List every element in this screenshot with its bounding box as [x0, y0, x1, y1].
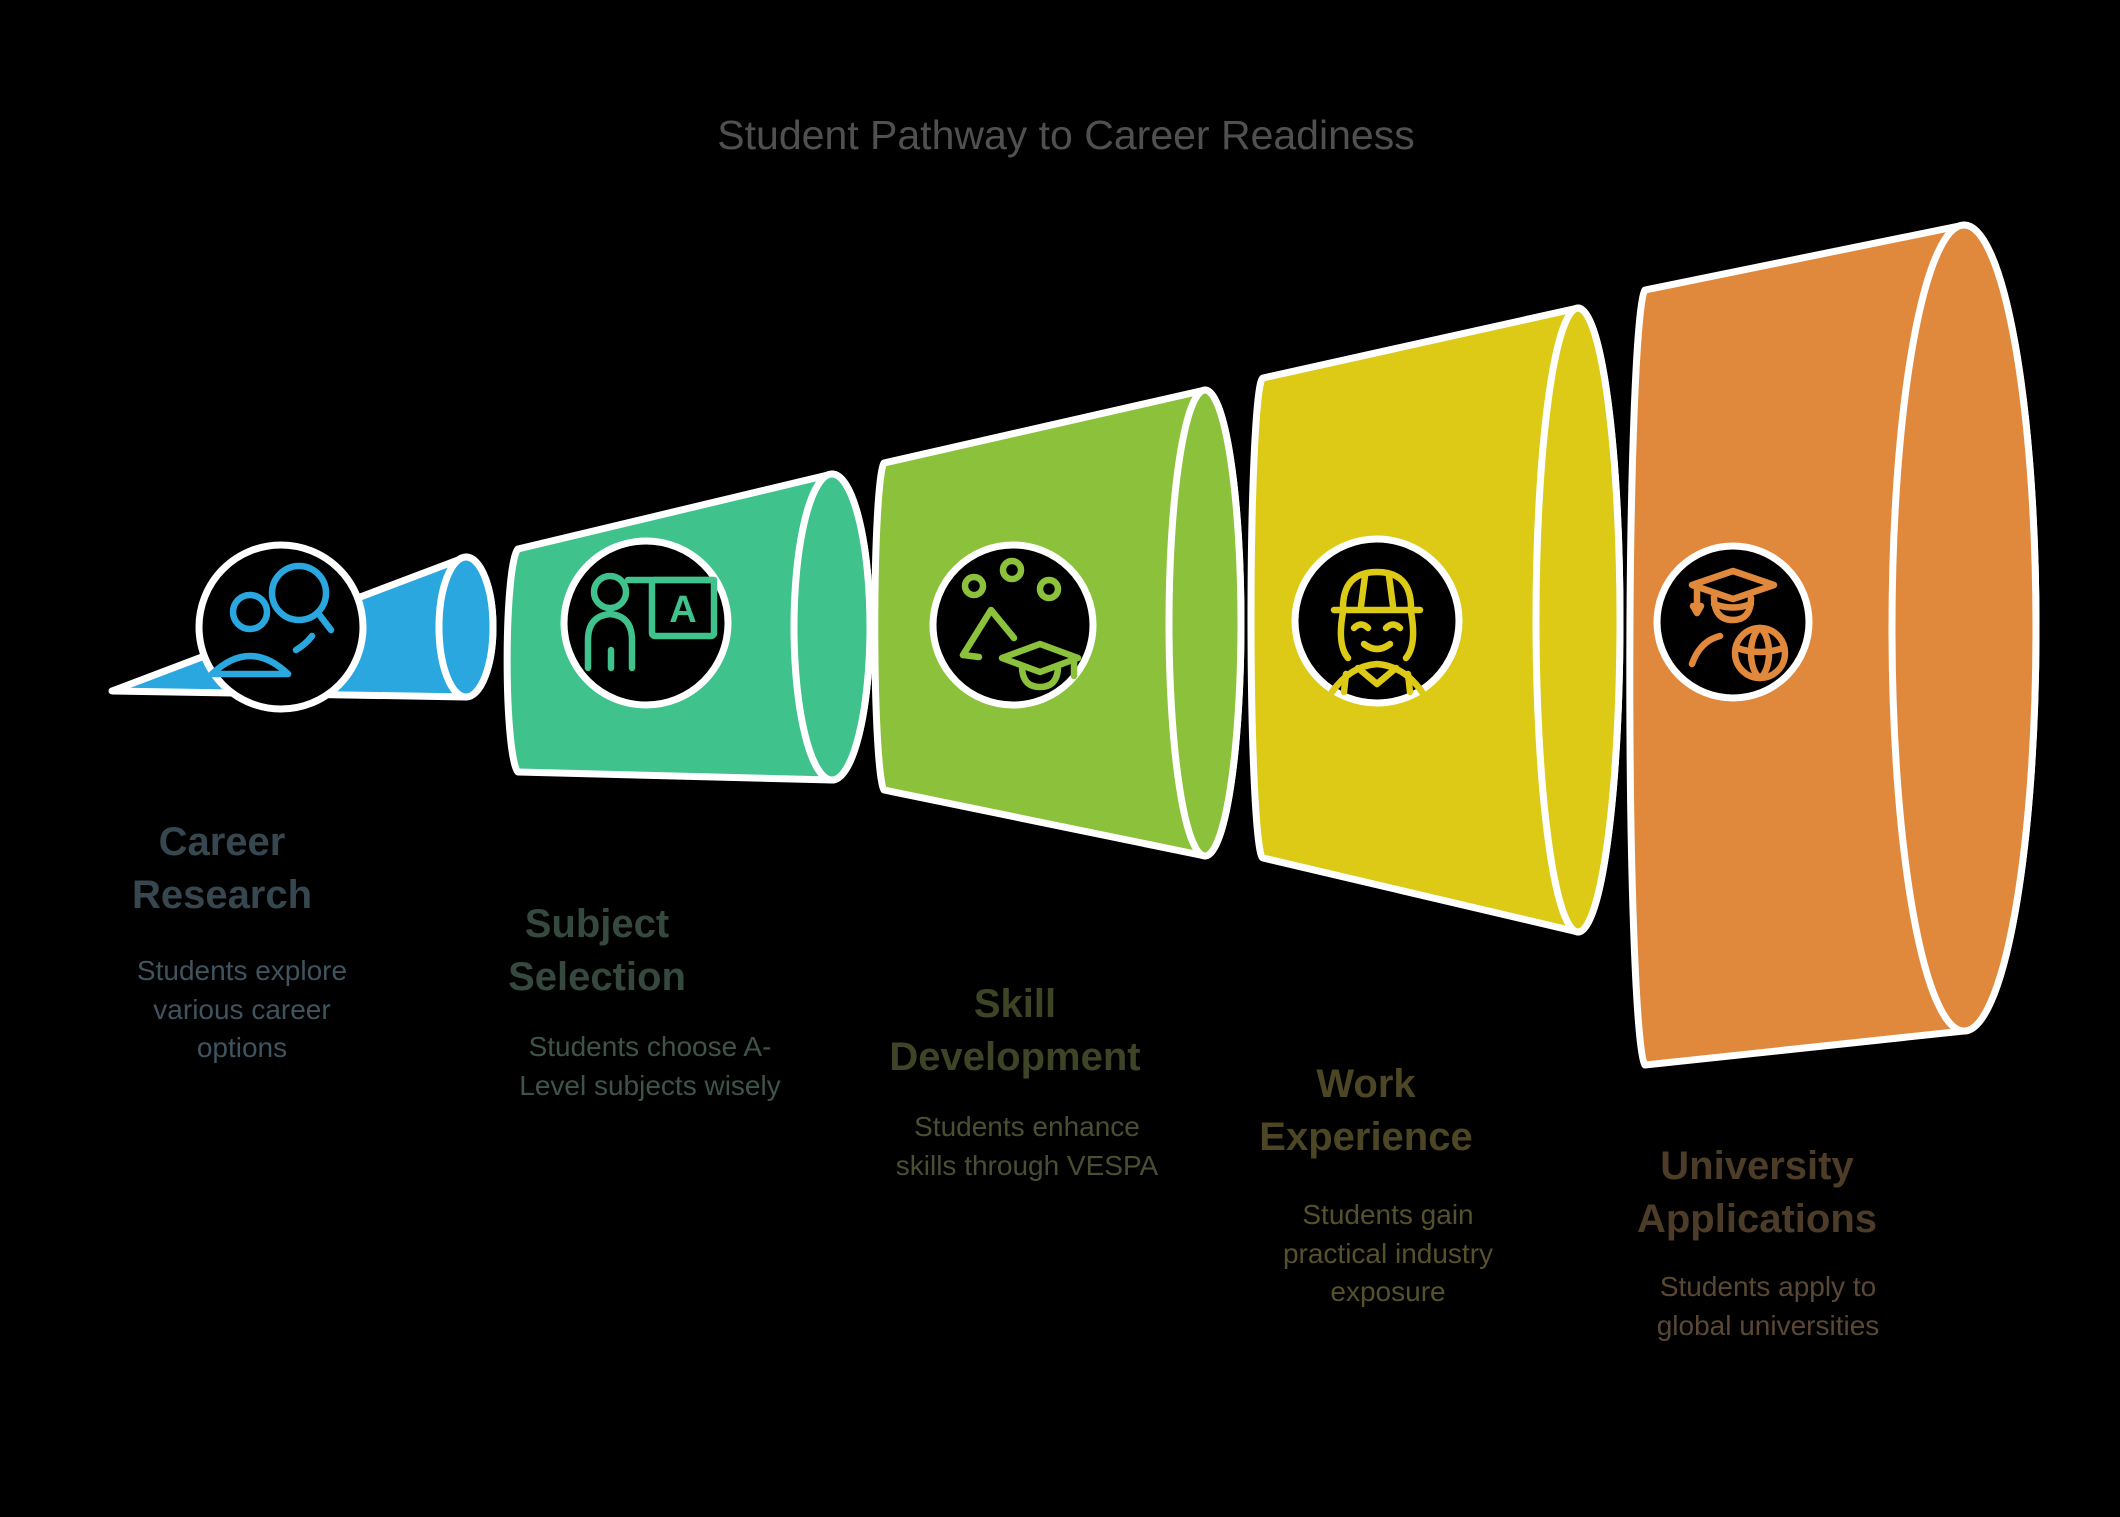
icon-stroke — [314, 609, 335, 634]
icon-stroke — [999, 557, 1025, 583]
icon-stroke — [1710, 593, 1755, 624]
stage-icon-circle — [1291, 535, 1463, 707]
icon-stroke — [1688, 632, 1724, 668]
icon-stroke — [1339, 568, 1415, 612]
icon-stroke — [1404, 670, 1414, 696]
stage-label-subject-selection: Subject Selection — [508, 902, 686, 1000]
icon-stroke — [229, 591, 271, 633]
graduate-globe-icon — [1688, 567, 1789, 682]
icon-stroke — [1018, 662, 1062, 691]
icon-stroke — [1036, 576, 1062, 602]
stage-description-work-experience: Students gain practical industry exposur… — [1282, 1199, 1494, 1308]
stage-end-cap — [435, 553, 497, 701]
icon-stroke — [1689, 602, 1705, 617]
funnel-stage-career-research — [108, 541, 497, 713]
stage-icon-circle — [929, 541, 1097, 709]
icon-stroke — [1357, 572, 1369, 610]
stage-end-cap — [1165, 386, 1245, 860]
funnel-stage-subject-selection: A — [503, 470, 874, 784]
icon-stroke — [1360, 640, 1394, 653]
icon-stroke — [1337, 608, 1352, 662]
page-title: Student Pathway to Career Readiness — [717, 112, 1415, 158]
funnel-stage-university-applications — [1626, 221, 2040, 1069]
icon-stroke — [1340, 670, 1350, 696]
icon-stroke — [208, 652, 292, 678]
icon-stroke — [998, 640, 1082, 676]
icon-stroke — [584, 610, 636, 672]
icon-stroke — [1710, 600, 1755, 611]
stage-description-subject-selection: Students choose A-Level subjects wisely — [519, 1031, 781, 1101]
stage-description-career-research: Students explore various career options — [136, 955, 348, 1064]
stage-label-university-applications: University Applications — [1636, 1144, 1878, 1242]
stage-end-cap — [1532, 304, 1624, 936]
icon-stroke — [1688, 567, 1778, 603]
person-search-icon — [208, 562, 335, 678]
icon-stroke — [959, 606, 1018, 659]
stage-label-work-experience: Work Experience — [1259, 1062, 1473, 1160]
stage-label-career-research: Career Research — [131, 820, 313, 918]
funnel-stage-skill-development — [871, 386, 1245, 860]
icon-stroke — [1402, 608, 1417, 662]
icon-stroke — [590, 572, 630, 612]
stage-end-cap — [790, 470, 874, 784]
board-letter: A — [669, 589, 696, 631]
teacher-board-icon — [584, 572, 718, 672]
skills-graduation-icon — [959, 557, 1082, 691]
icon-stroke — [1733, 644, 1787, 656]
icon-stroke — [1382, 621, 1404, 632]
icon-stroke — [959, 651, 983, 661]
funnel-stage-work-experience — [1247, 304, 1624, 936]
icon-stroke — [961, 573, 987, 599]
icon-stroke — [268, 562, 330, 624]
stage-end-cap — [1888, 221, 2040, 1035]
stage-description-university-applications: Students apply to global universities — [1656, 1271, 1880, 1341]
stage-description-skill-development: Students enhance skills through VESPA — [895, 1111, 1159, 1181]
worker-hardhat-icon — [1328, 568, 1426, 696]
icon-stroke — [292, 632, 316, 654]
icon-stroke — [1354, 664, 1400, 688]
icon-stroke — [1385, 572, 1397, 610]
icon-stroke — [1350, 621, 1372, 632]
stage-label-skill-development: Skill Development — [889, 982, 1141, 1080]
